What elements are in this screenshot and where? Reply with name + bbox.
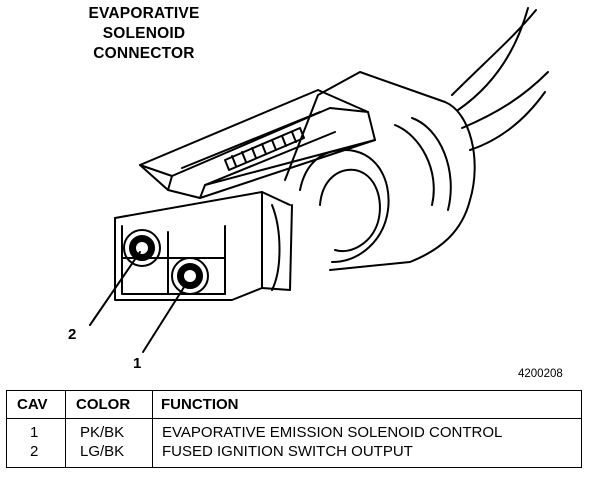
- leader-line-2: [89, 251, 141, 326]
- header-color: COLOR: [76, 396, 131, 413]
- pinout-table: CAV COLOR FUNCTION 1 PK/BK EVAPORATIVE E…: [6, 390, 582, 468]
- figure-id: 4200208: [518, 368, 563, 380]
- callout-2: 2: [68, 326, 77, 343]
- cavity-1: [171, 257, 209, 295]
- table-row-1-function: EVAPORATIVE EMISSION SOLENOID CONTROL: [162, 424, 503, 441]
- title-line-1: EVAPORATIVE: [88, 5, 200, 22]
- diagram-title: EVAPORATIVE SOLENOID CONNECTOR: [60, 4, 228, 64]
- connector-illustration: [89, 7, 549, 353]
- table-header-row: [7, 391, 581, 419]
- column-divider: [152, 391, 153, 467]
- title-line-3: CONNECTOR: [93, 45, 195, 62]
- locking-latch: [139, 89, 376, 199]
- table-row-1-cav: 1: [30, 424, 39, 441]
- title-line-2: SOLENOID: [102, 25, 186, 42]
- table-row-2-cav: 2: [30, 443, 39, 460]
- connector-rear-body: [284, 71, 476, 271]
- cavity-2: [123, 229, 161, 267]
- table-row-1-color: PK/BK: [80, 424, 125, 441]
- wire-bundle: [451, 7, 549, 151]
- column-divider: [65, 391, 66, 467]
- header-function: FUNCTION: [161, 396, 239, 413]
- leader-line-1: [142, 283, 187, 353]
- header-cav: CAV: [17, 396, 48, 413]
- table-row-2-function: FUSED IGNITION SWITCH OUTPUT: [162, 443, 413, 460]
- callout-1: 1: [133, 355, 142, 372]
- table-row-2-color: LG/BK: [80, 443, 125, 460]
